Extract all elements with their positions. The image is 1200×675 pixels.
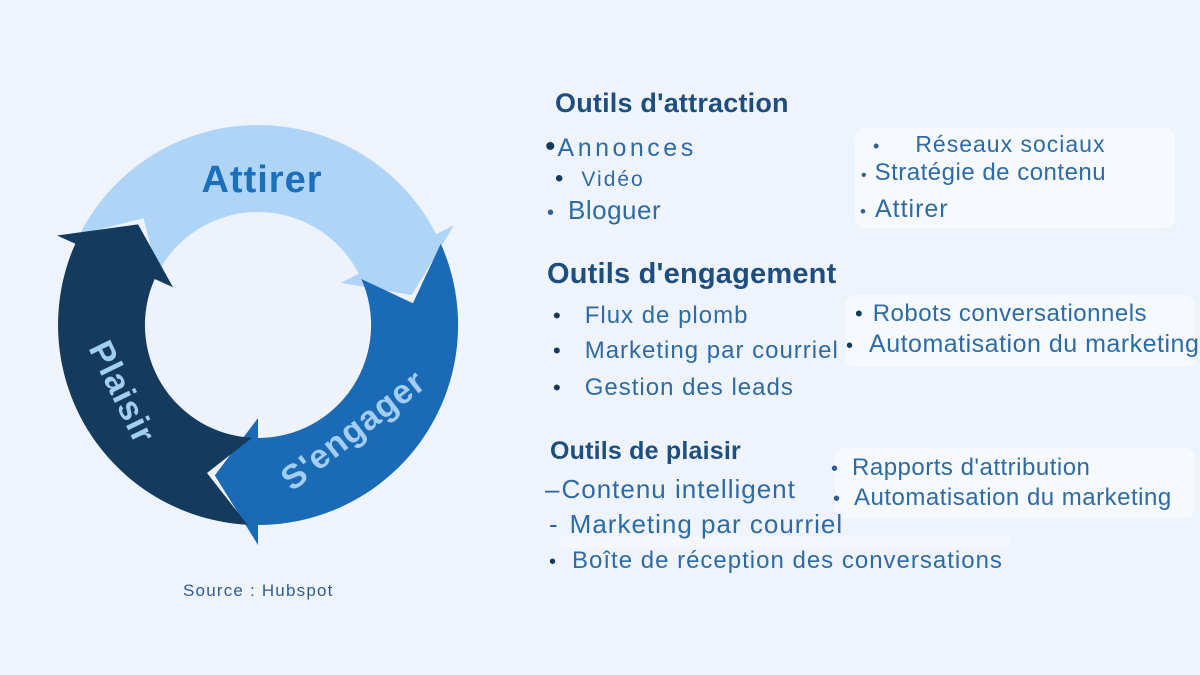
source-caption: Source : Hubspot (183, 581, 334, 600)
background-patch (835, 448, 1195, 518)
section-engagement: Outils d'engagement • Flux de plomb • Ma… (543, 256, 1200, 434)
list-item: • Rapports d'attribution (831, 454, 1090, 482)
list-item-label: Contenu intelligent (561, 474, 796, 504)
bullet-icon: • (860, 202, 866, 221)
list-item-label: Flux de plomb (584, 302, 749, 329)
bullet-icon: • (861, 167, 867, 184)
list-item-label: Réseaux sociaux (915, 131, 1106, 157)
list-item: • Automatisation du marketing (846, 330, 1199, 359)
list-item-label: Bloguer (568, 195, 662, 225)
list-item: • Attirer (860, 195, 949, 224)
list-item: • Gestion des leads (553, 374, 794, 402)
background-patch (855, 128, 1175, 228)
list-item-label: Gestion des leads (584, 374, 794, 401)
list-item-label: Rapports d'attribution (852, 454, 1091, 481)
list-item-label: Robots conversationnels (872, 300, 1148, 327)
bullet-icon: • (855, 301, 863, 326)
list-item-label: Vidéo (581, 168, 645, 191)
attract-arc-segment (79, 125, 455, 296)
section-delight: Outils de plaisir – Contenu intelligent … (543, 437, 1200, 597)
list-item: • Réseaux sociaux (873, 131, 1105, 158)
bullet-icon: • (833, 488, 841, 510)
flywheel-diagram: Attirer S'engager Plaisir (57, 125, 459, 545)
dash-icon: - (549, 509, 558, 539)
list-item: • Boîte de réception des conversations (549, 547, 1003, 575)
background-patch (845, 295, 1195, 367)
list-item: • Stratégie de contenu (861, 159, 1106, 187)
list-item-label: Marketing par courriel (569, 509, 844, 539)
section-delight-title: Outils de plaisir (550, 437, 741, 465)
list-item-label: Automatisation du marketing (854, 484, 1172, 511)
background-patch (560, 536, 1010, 548)
bullet-icon: • (873, 136, 880, 156)
section-attraction-title: Outils d'attraction (555, 88, 789, 118)
engage-arc-segment (214, 243, 459, 545)
bullet-icon: • (555, 165, 564, 192)
flywheel-hub (145, 212, 371, 438)
list-item-label: Automatisation du marketing (869, 330, 1200, 358)
list-item: • Annonces (545, 130, 697, 164)
section-attraction: Outils d'attraction • Annonces • Vidéo •… (543, 88, 1200, 256)
bullet-icon: • (553, 375, 561, 400)
list-item-label: Boîte de réception des conversations (572, 547, 1003, 574)
bullet-icon: • (831, 458, 839, 480)
list-item: • Robots conversationnels (855, 300, 1147, 328)
dash-icon: – (545, 474, 560, 504)
bullet-icon: • (553, 338, 561, 363)
list-item-label: Attirer (874, 195, 949, 223)
list-item: • Automatisation du marketing (833, 484, 1172, 512)
list-item: - Marketing par courriel (549, 509, 843, 540)
bullet-icon: • (545, 130, 556, 163)
bullet-icon: • (553, 303, 561, 328)
bullet-icon: • (846, 335, 854, 357)
bullet-icon: • (547, 202, 555, 224)
list-item: • Vidéo (555, 165, 645, 193)
list-item: • Bloguer (547, 195, 661, 226)
list-item-label: Marketing par courriel (584, 337, 839, 364)
section-engagement-title: Outils d'engagement (547, 258, 837, 290)
delight-arc-segment (57, 224, 253, 525)
list-item-label: Annonces (557, 134, 697, 162)
list-item: • Marketing par courriel (553, 337, 839, 365)
list-item-label: Stratégie de contenu (874, 159, 1107, 186)
bullet-icon: • (549, 551, 557, 573)
list-item: • Flux de plomb (553, 302, 748, 330)
attract-arc-label: Attirer (201, 159, 322, 201)
list-item: – Contenu intelligent (545, 474, 796, 505)
